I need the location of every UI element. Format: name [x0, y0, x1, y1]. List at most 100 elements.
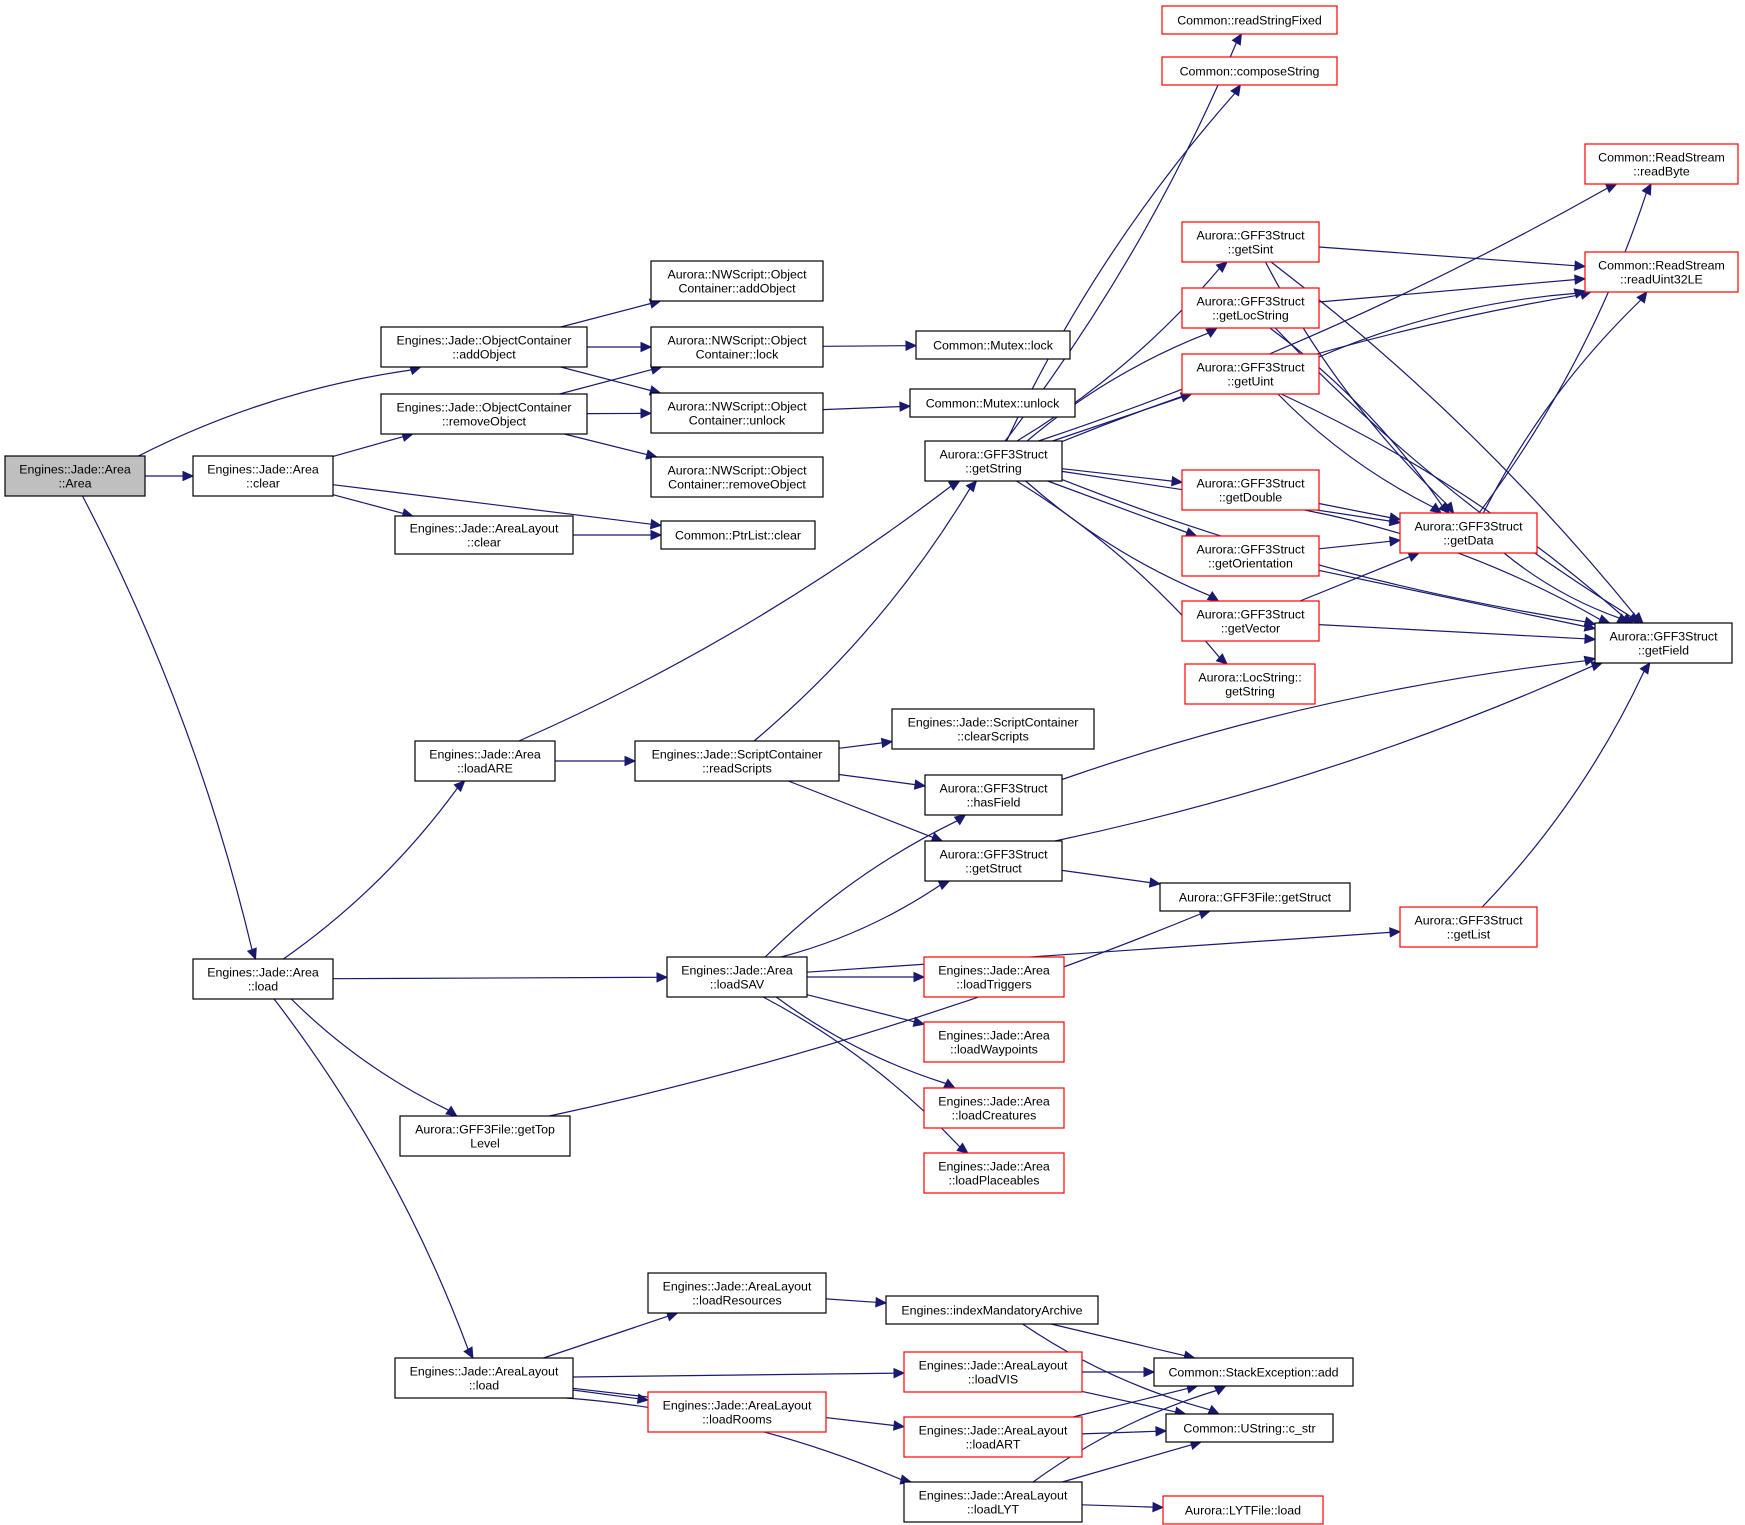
edge-getList-to-getField [1481, 661, 1651, 908]
node-label-line: ::getList [1447, 928, 1491, 942]
edge-line [1274, 327, 1632, 618]
node-nws_unlock[interactable]: Aurora::NWScript::ObjectContainer::unloc… [650, 392, 824, 434]
node-nws_lock[interactable]: Aurora::NWScript::ObjectContainer::lock [650, 326, 824, 368]
node-composeString[interactable]: Common::composeString [1161, 56, 1338, 86]
node-box [1184, 663, 1316, 705]
node-nws_addObject[interactable]: Aurora::NWScript::ObjectContainer::addOb… [650, 260, 824, 302]
node-loadPlaceables[interactable]: Engines::Jade::Area::loadPlaceables [923, 1152, 1065, 1194]
edge-loadSAV-to-loadTriggers [807, 971, 926, 983]
node-file_getStruct[interactable]: Aurora::GFF3File::getStruct [1159, 882, 1351, 912]
arrowhead-icon [905, 340, 918, 351]
edge-line [822, 406, 901, 411]
node-label-line: ::getVector [1221, 622, 1280, 636]
node-box [924, 840, 1063, 882]
node-getField[interactable]: Aurora::GFF3Struct::getField [1594, 622, 1733, 664]
node-getOrientation[interactable]: Aurora::GFF3Struct::getOrientation [1181, 535, 1320, 577]
node-label-line: ::loadWaypoints [950, 1043, 1038, 1057]
node-ustring_c_str[interactable]: Common::UString::c_str [1165, 1413, 1334, 1443]
edge-hasField-to-getField [1061, 655, 1597, 781]
arrowhead-icon [875, 1296, 888, 1308]
node-box [1399, 906, 1538, 948]
node-mutex_lock[interactable]: Common::Mutex::lock [915, 330, 1071, 360]
node-al_loadLYT[interactable]: Engines::Jade::AreaLayout::loadLYT [903, 1481, 1083, 1523]
node-loadSAV[interactable]: Engines::Jade::Area::loadSAV [666, 956, 808, 998]
edge-line [560, 366, 651, 392]
node-area_load[interactable]: Engines::Jade::Area::load [192, 958, 334, 1000]
node-getList[interactable]: Aurora::GFF3Struct::getList [1399, 906, 1538, 948]
node-al_loadRooms[interactable]: Engines::Jade::AreaLayout::loadRooms [647, 1391, 827, 1433]
edge-readScripts-to-clearScripts [838, 737, 894, 749]
node-ptrlist_clear[interactable]: Common::PtrList::clear [660, 520, 816, 550]
edge-line [332, 494, 404, 514]
edge-al_load-to-al_loadResources [543, 1311, 679, 1359]
edge-getStruct-to-file_getStruct [1061, 869, 1162, 888]
node-label-line: Engines::Jade::AreaLayout [663, 1280, 812, 1294]
node-label-line: ::load [248, 980, 278, 994]
arrowhead-icon [937, 880, 951, 891]
edge-line [1277, 393, 1434, 508]
node-getUint[interactable]: Aurora::GFF3Struct::getUint [1181, 353, 1320, 395]
edge-al_loadVIS-to-stackexception_add [1082, 1366, 1156, 1378]
arrowhead-icon [1574, 260, 1587, 271]
node-loadARE[interactable]: Engines::Jade::Area::loadARE [414, 740, 556, 782]
node-label-line: ::getSint [1228, 243, 1274, 257]
edge-getUint-to-getField [1280, 393, 1634, 624]
node-getStruct[interactable]: Aurora::GFF3Struct::getStruct [924, 840, 1063, 882]
node-oc_removeObject[interactable]: Engines::Jade::ObjectContainer::removeOb… [380, 393, 588, 435]
node-indexMandatoryArchive[interactable]: Engines::indexMandatoryArchive [885, 1295, 1099, 1325]
node-label-line: ::loadART [966, 1438, 1021, 1452]
arrowhead-icon [1215, 261, 1228, 273]
node-readUint32LE[interactable]: Common::ReadStream::readUint32LE [1584, 251, 1739, 293]
node-loadCreatures[interactable]: Engines::Jade::Area::loadCreatures [923, 1087, 1065, 1129]
node-loadWaypoints[interactable]: Engines::Jade::Area::loadWaypoints [923, 1021, 1065, 1063]
node-area_clear[interactable]: Engines::Jade::Area::clear [192, 455, 334, 497]
node-getLocString[interactable]: Aurora::GFF3Struct::getLocString [1181, 287, 1320, 329]
node-getSint[interactable]: Aurora::GFF3Struct::getSint [1181, 221, 1320, 263]
node-label-line: Container::addObject [678, 282, 796, 296]
node-label-line: Common::StackException::add [1168, 1366, 1338, 1380]
node-al_loadART[interactable]: Engines::Jade::AreaLayout::loadART [903, 1416, 1083, 1458]
node-readByte[interactable]: Common::ReadStream::readByte [1584, 143, 1739, 185]
edge-line [1318, 502, 1391, 519]
node-al_loadVIS[interactable]: Engines::Jade::AreaLayout::loadVIS [903, 1351, 1083, 1393]
node-getData[interactable]: Aurora::GFF3Struct::getData [1399, 512, 1538, 554]
edge-getSint-to-getField [1270, 261, 1644, 624]
node-label-line: ::loadARE [457, 762, 513, 776]
arrowhead-icon [1574, 274, 1587, 285]
node-getDouble[interactable]: Aurora::GFF3Struct::getDouble [1181, 469, 1320, 511]
node-al_loadResources[interactable]: Engines::Jade::AreaLayout::loadResources [647, 1272, 827, 1314]
node-box [1584, 251, 1739, 293]
node-oc_addObject[interactable]: Engines::Jade::ObjectContainer::addObjec… [380, 326, 588, 368]
node-stackexception_add[interactable]: Common::StackException::add [1153, 1357, 1354, 1387]
node-getString[interactable]: Aurora::GFF3Struct::getString [924, 440, 1063, 482]
node-mutex_unlock[interactable]: Common::Mutex::unlock [909, 388, 1076, 418]
arrowhead-icon [912, 1016, 926, 1027]
edge-readScripts-to-hasField [838, 773, 927, 790]
node-label-line: ::load [469, 1379, 499, 1393]
node-readStringFixed[interactable]: Common::readStringFixed [1161, 5, 1338, 35]
node-locstring_getString[interactable]: Aurora::LocString::getString [1184, 663, 1316, 705]
edge-line [1481, 670, 1645, 908]
node-al_load[interactable]: Engines::Jade::AreaLayout::load [394, 1357, 574, 1399]
node-readScripts[interactable]: Engines::Jade::ScriptContainer::readScri… [634, 740, 840, 782]
node-loadTriggers[interactable]: Engines::Jade::Area::loadTriggers [923, 956, 1065, 998]
node-label-line: Container::removeObject [668, 478, 806, 492]
arrowhead-icon [624, 755, 637, 767]
node-box [903, 1416, 1083, 1458]
arrowhead-icon [899, 401, 912, 412]
edge-line [1318, 569, 1586, 628]
node-label-line: Aurora::GFF3File::getTop [415, 1123, 555, 1137]
node-label-line: Engines::Jade::AreaLayout [919, 1489, 1068, 1503]
node-al_clear[interactable]: Engines::Jade::AreaLayout::clear [394, 515, 574, 555]
node-nws_removeObject[interactable]: Aurora::NWScript::ObjectContainer::remov… [650, 456, 824, 498]
edge-line [518, 485, 952, 742]
node-root[interactable]: Engines::Jade::Area::Area [4, 455, 146, 497]
edge-line [1081, 1390, 1176, 1413]
node-clearScripts[interactable]: Engines::Jade::ScriptContainer::clearScr… [891, 708, 1095, 750]
node-getVector[interactable]: Aurora::GFF3Struct::getVector [1181, 600, 1320, 642]
node-hasField[interactable]: Aurora::GFF3Struct::hasField [924, 774, 1063, 816]
node-label-line: Aurora::GFF3Struct [939, 848, 1048, 862]
node-label-line: Engines::Jade::Area [207, 966, 319, 980]
node-lytfile_load[interactable]: Aurora::LYTFile::load [1162, 1495, 1324, 1525]
